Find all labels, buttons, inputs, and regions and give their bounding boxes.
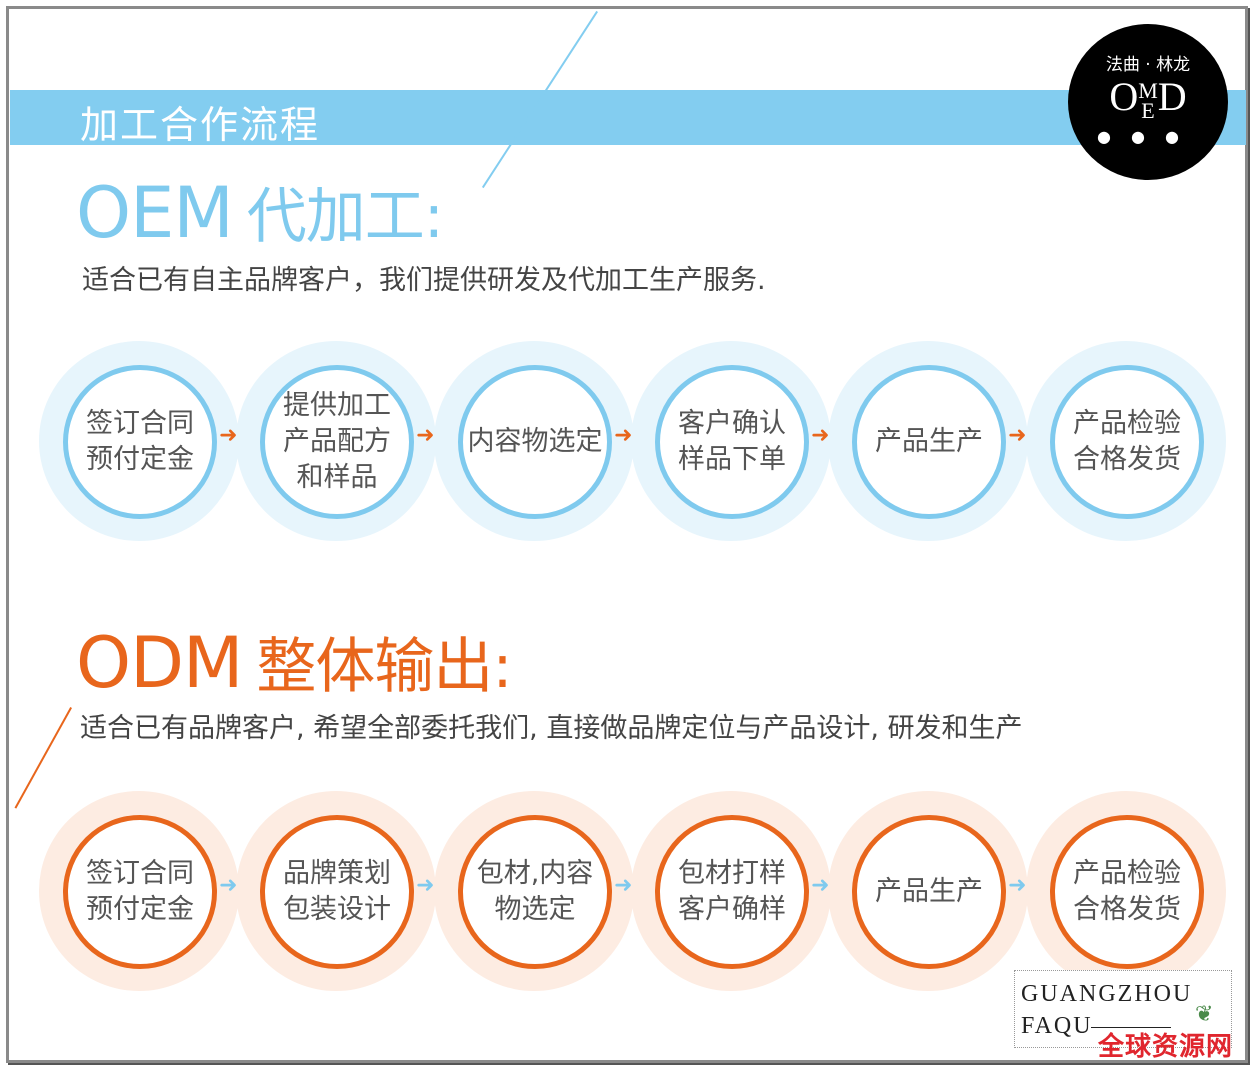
oem-step: 签订合同预付定金	[39, 341, 239, 541]
step-label: 客户确认样品下单	[655, 365, 809, 519]
odm-step: 产品检验合格发货	[1026, 791, 1226, 991]
step-label: 产品检验合格发货	[1050, 365, 1204, 519]
arrow-right-icon: ➜	[811, 873, 830, 898]
frame-border	[6, 6, 1248, 1063]
banner-title: 加工合作流程	[80, 103, 321, 147]
oem-step: 产品检验合格发货	[1026, 341, 1226, 541]
arrow-right-icon: ➜	[614, 423, 633, 448]
step-label: 提供加工产品配方和样品	[260, 365, 414, 519]
step-label: 产品生产	[852, 815, 1006, 969]
odm-description: 适合已有品牌客户, 希望全部委托我们, 直接做品牌定位与产品设计, 研发和生产	[80, 713, 1023, 744]
arrow-right-icon: ➜	[1008, 423, 1027, 448]
step-label: 签订合同预付定金	[63, 815, 217, 969]
step-label: 包材打样客户确样	[655, 815, 809, 969]
step-label: 签订合同预付定金	[63, 365, 217, 519]
step-label: 内容物选定	[458, 365, 612, 519]
odm-step: 包材打样客户确样	[631, 791, 831, 991]
step-label: 产品检验合格发货	[1050, 815, 1204, 969]
odm-step: 签订合同预付定金	[39, 791, 239, 991]
arrow-right-icon: ➜	[219, 423, 238, 448]
site-watermark: 全球资源网	[1098, 1032, 1234, 1062]
product-icons: ●●●	[1097, 126, 1199, 146]
oem-description: 适合已有自主品牌客户，我们提供研发及代加工生产服务.	[82, 265, 766, 296]
arrow-right-icon: ➜	[416, 423, 435, 448]
step-label: 产品生产	[852, 365, 1006, 519]
plant-icon: ❦	[1195, 1001, 1216, 1026]
step-label: 包材,内容物选定	[458, 815, 612, 969]
logo-text: 法曲 · 林龙	[1105, 55, 1191, 75]
arrow-right-icon: ➜	[219, 873, 238, 898]
odm-step: 包材,内容物选定	[434, 791, 634, 991]
arrow-right-icon: ➜	[811, 423, 830, 448]
watermark: GUANGZHOU FAQU ❦	[1014, 970, 1232, 1048]
oem-step: 提供加工产品配方和样品	[236, 341, 436, 541]
odm-step: 产品生产	[828, 791, 1028, 991]
step-label: 品牌策划包装设计	[260, 815, 414, 969]
oem-step: 内容物选定	[434, 341, 634, 541]
arrow-right-icon: ➜	[1008, 873, 1027, 898]
oem-step: 产品生产	[828, 341, 1028, 541]
arrow-right-icon: ➜	[416, 873, 435, 898]
title-banner	[10, 90, 1246, 145]
oem-step: 客户确认样品下单	[631, 341, 831, 541]
arrow-right-icon: ➜	[614, 873, 633, 898]
odm-step: 品牌策划包装设计	[236, 791, 436, 991]
